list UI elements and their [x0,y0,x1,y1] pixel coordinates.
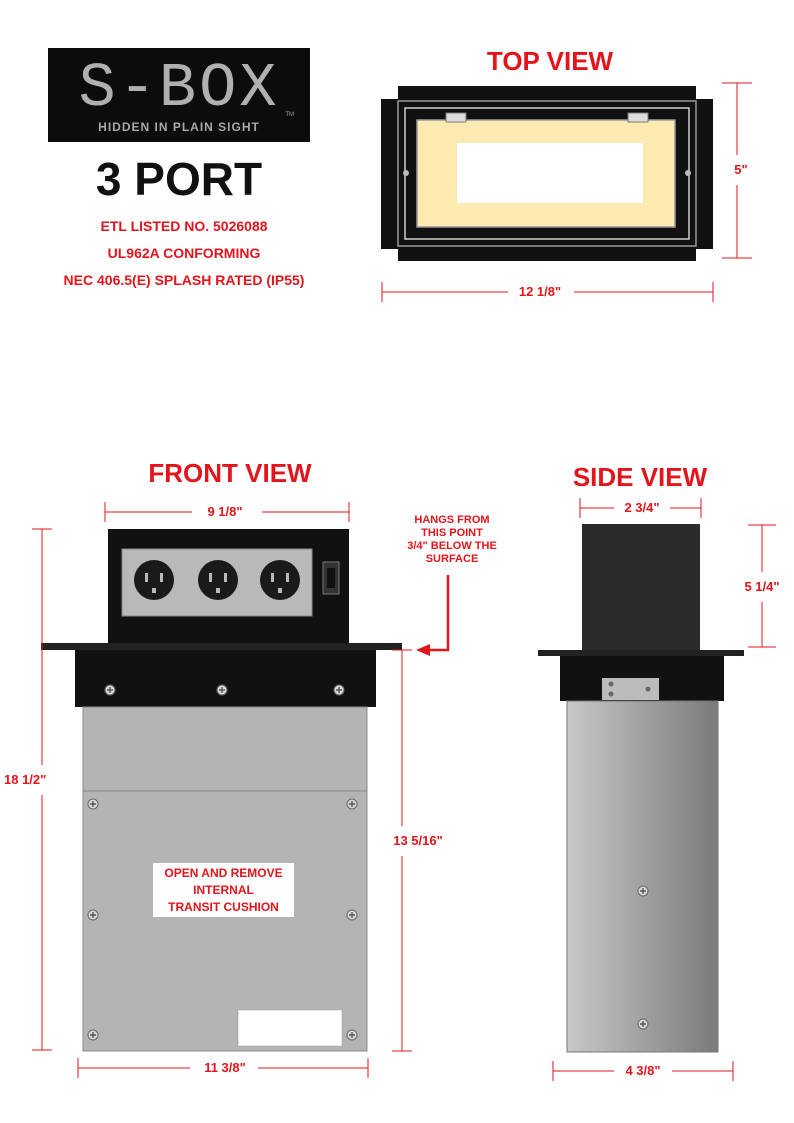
s-box-logo: S-BOX HIDDEN IN PLAIN SIGHT TM [48,48,310,142]
hang-note-line-3: 3/4" BELOW THE [407,540,497,552]
side-upper-height-label: 5 1/4" [744,579,780,594]
transit-cushion-line-2: INTERNAL [193,883,254,897]
top-view-title: TOP VIEW [486,46,614,76]
cert-ul: UL962A CONFORMING [107,245,261,261]
logo-trademark: TM [285,112,294,118]
front-view-dims [32,502,412,1078]
top-view-drawing [381,86,713,261]
front-view-drawing [41,529,402,1052]
top-view-height-label: 5" [734,162,748,177]
product-title: 3 PORT [95,153,263,205]
front-view-title: FRONT VIEW [148,458,312,488]
front-overall-height-label: 18 1/2" [4,772,47,787]
cert-nec: NEC 406.5(E) SPLASH RATED (IP55) [63,272,305,288]
side-view-dims [552,498,776,1081]
side-bottom-width-label: 4 3/8" [625,1063,661,1078]
front-body-height-label: 13 5/16" [393,833,443,848]
logo-wordmark: S-BOX [78,53,280,124]
side-view-title: SIDE VIEW [572,462,708,492]
hang-note: HANGS FROM THIS POINT 3/4" BELOW THE SUR… [392,514,512,566]
hang-note-line-1: HANGS FROM [414,514,490,526]
logo-tagline: HIDDEN IN PLAIN SIGHT [98,120,260,134]
cert-etl: ETL LISTED NO. 5026088 [100,218,268,234]
transit-cushion-label: OPEN AND REMOVE INTERNAL TRANSIT CUSHION [153,865,294,916]
hang-arrow [416,575,450,656]
transit-cushion-line-3: TRANSIT CUSHION [168,900,279,914]
hang-note-line-2: THIS POINT [421,527,483,539]
top-view-width-label: 12 1/8" [518,284,562,299]
transit-cushion-line-1: OPEN AND REMOVE [164,866,283,880]
hang-note-line-4: SURFACE [425,553,479,565]
side-view-drawing [538,524,744,1053]
top-view-dims [381,82,752,302]
front-bottom-width-label: 11 3/8" [204,1060,246,1075]
side-top-width-label: 2 3/4" [624,500,660,515]
front-top-width-label: 9 1/8" [207,504,243,519]
